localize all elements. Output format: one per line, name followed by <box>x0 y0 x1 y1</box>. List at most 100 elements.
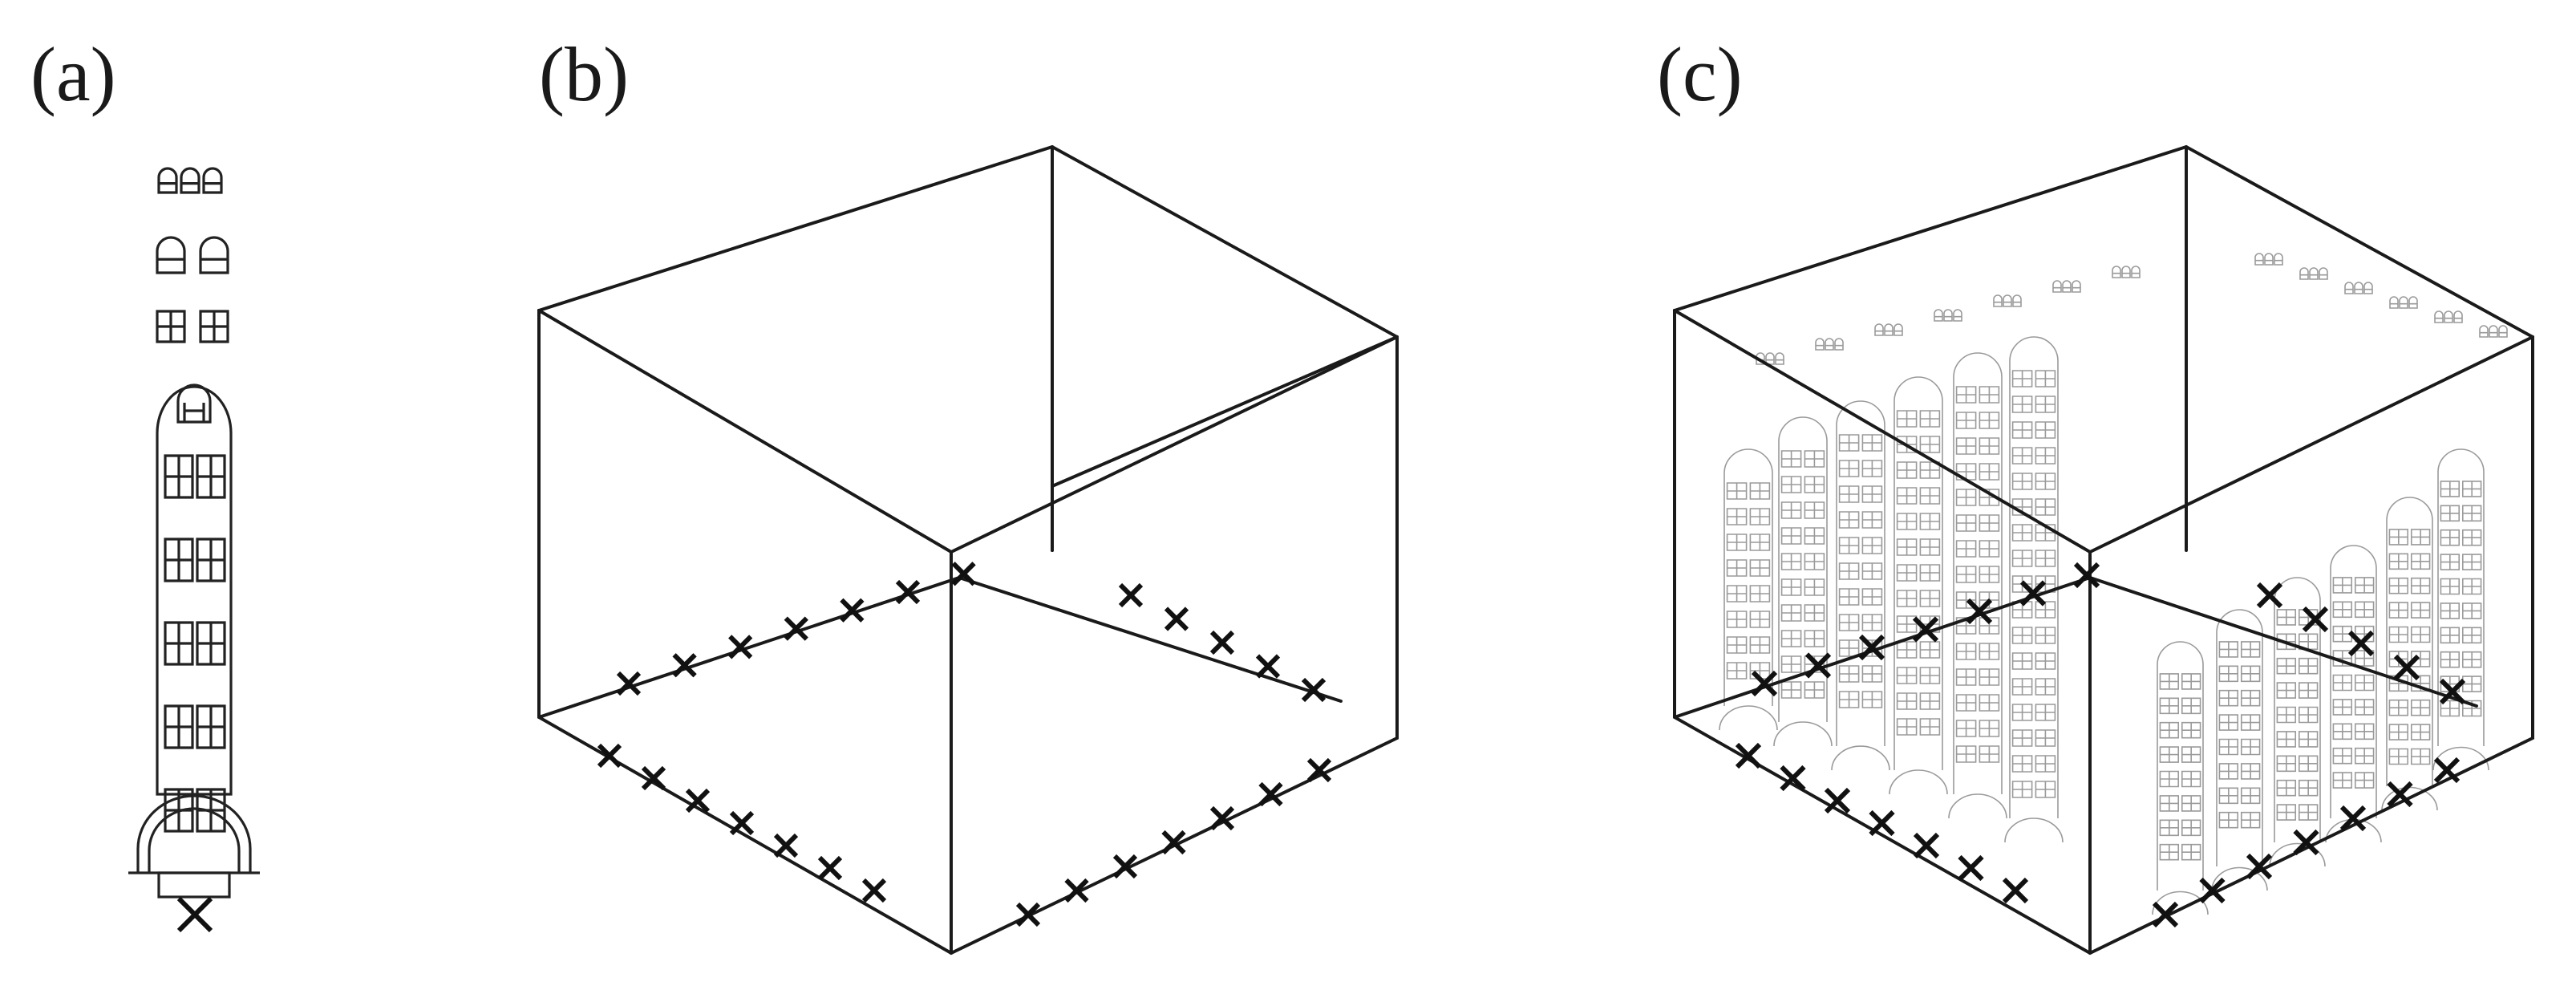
arched-window <box>2112 266 2121 278</box>
x-marker <box>672 653 697 678</box>
square-window <box>164 538 194 582</box>
facade-column <box>2274 577 2321 842</box>
square-window <box>2035 729 2056 747</box>
square-window <box>1955 745 1977 763</box>
square-window <box>2332 577 2353 594</box>
square-window <box>196 704 226 749</box>
square-window <box>2240 811 2261 829</box>
square-window <box>1919 436 1941 453</box>
panel-label-a: (a) <box>30 31 116 117</box>
square-window <box>2276 609 2297 626</box>
square-window <box>1780 476 1802 493</box>
square-window <box>2011 704 2033 721</box>
square-window <box>1979 643 2000 660</box>
arched-window <box>2062 280 2072 293</box>
square-window <box>1780 681 1802 699</box>
square-window <box>196 621 226 666</box>
square-window <box>1919 667 1941 684</box>
x-marker <box>840 598 865 623</box>
square-window <box>1896 590 1918 607</box>
camera-markers <box>1735 562 2466 928</box>
square-window <box>1861 665 1883 683</box>
square-window <box>2011 524 2033 542</box>
x-marker <box>951 562 976 586</box>
square-window <box>1861 485 1883 503</box>
x-marker <box>1118 582 1144 608</box>
square-window <box>1780 578 1802 596</box>
square-window <box>1726 636 1748 654</box>
square-window <box>2181 697 2201 715</box>
square-window <box>1838 511 1860 529</box>
square-window <box>2240 665 2261 683</box>
facade-arch <box>2325 818 2382 843</box>
square-window <box>1838 485 1860 503</box>
x-marker <box>2073 562 2100 589</box>
square-window <box>2461 554 2482 570</box>
square-window <box>2276 682 2297 699</box>
arched-window <box>1815 338 1825 351</box>
x-marker <box>1015 902 1041 927</box>
square-window <box>1749 482 1771 500</box>
arched-window <box>1765 352 1775 365</box>
square-window <box>1780 655 1802 673</box>
square-window <box>2240 787 2261 805</box>
arched-window <box>2489 325 2498 338</box>
square-window <box>1749 508 1771 525</box>
facade-column <box>2386 497 2433 786</box>
arched-window <box>156 236 186 274</box>
square-window <box>1861 691 1883 708</box>
x-marker <box>1869 809 1895 837</box>
facade-column <box>1894 376 1943 770</box>
square-window <box>1726 662 1748 680</box>
square-window <box>1955 720 1977 737</box>
square-window <box>2388 553 2409 570</box>
square-window <box>1955 643 1977 660</box>
facade-arch <box>1773 721 1833 747</box>
square-window <box>1955 514 1977 532</box>
square-window <box>1804 604 1825 622</box>
facade-column <box>1778 416 1828 722</box>
x-marker <box>1112 854 1138 879</box>
square-window <box>1896 718 1918 736</box>
square-window <box>2181 746 2201 763</box>
square-window <box>2298 779 2319 797</box>
column-outline <box>156 385 233 796</box>
square-window <box>2035 678 2056 696</box>
square-window <box>2181 673 2201 690</box>
square-window <box>2440 602 2461 619</box>
square-window <box>1919 718 1941 736</box>
arched-window <box>2453 310 2463 323</box>
square-window <box>1896 641 1918 659</box>
square-window <box>2354 601 2375 619</box>
square-window <box>2276 804 2297 821</box>
square-window <box>1955 540 1977 558</box>
square-window <box>2035 421 2056 439</box>
square-window <box>1919 538 1941 556</box>
x-marker <box>2347 630 2375 657</box>
facade-column <box>1723 448 1773 706</box>
square-window <box>2440 700 2461 717</box>
x-marker <box>861 878 887 903</box>
square-window <box>1838 434 1860 452</box>
facade-column <box>2157 641 2204 891</box>
x-marker <box>641 765 666 791</box>
square-window <box>1804 450 1825 468</box>
x-marker <box>2199 877 2226 904</box>
arched-window <box>2274 253 2283 266</box>
square-window <box>2035 781 2056 798</box>
x-marker <box>1824 787 1851 814</box>
square-window <box>2410 724 2431 740</box>
x-marker <box>2256 582 2283 609</box>
square-window <box>2011 447 2033 465</box>
arched-window <box>2254 253 2264 266</box>
square-window <box>2159 673 2180 690</box>
x-marker <box>2152 901 2179 928</box>
arched-window <box>2012 294 2022 307</box>
square-window <box>2354 674 2375 692</box>
x-marker <box>784 616 808 641</box>
arched-window <box>2389 296 2399 309</box>
square-window <box>2276 779 2297 797</box>
square-window <box>1838 691 1860 708</box>
x-marker <box>2302 606 2329 633</box>
square-window <box>2298 731 2319 748</box>
